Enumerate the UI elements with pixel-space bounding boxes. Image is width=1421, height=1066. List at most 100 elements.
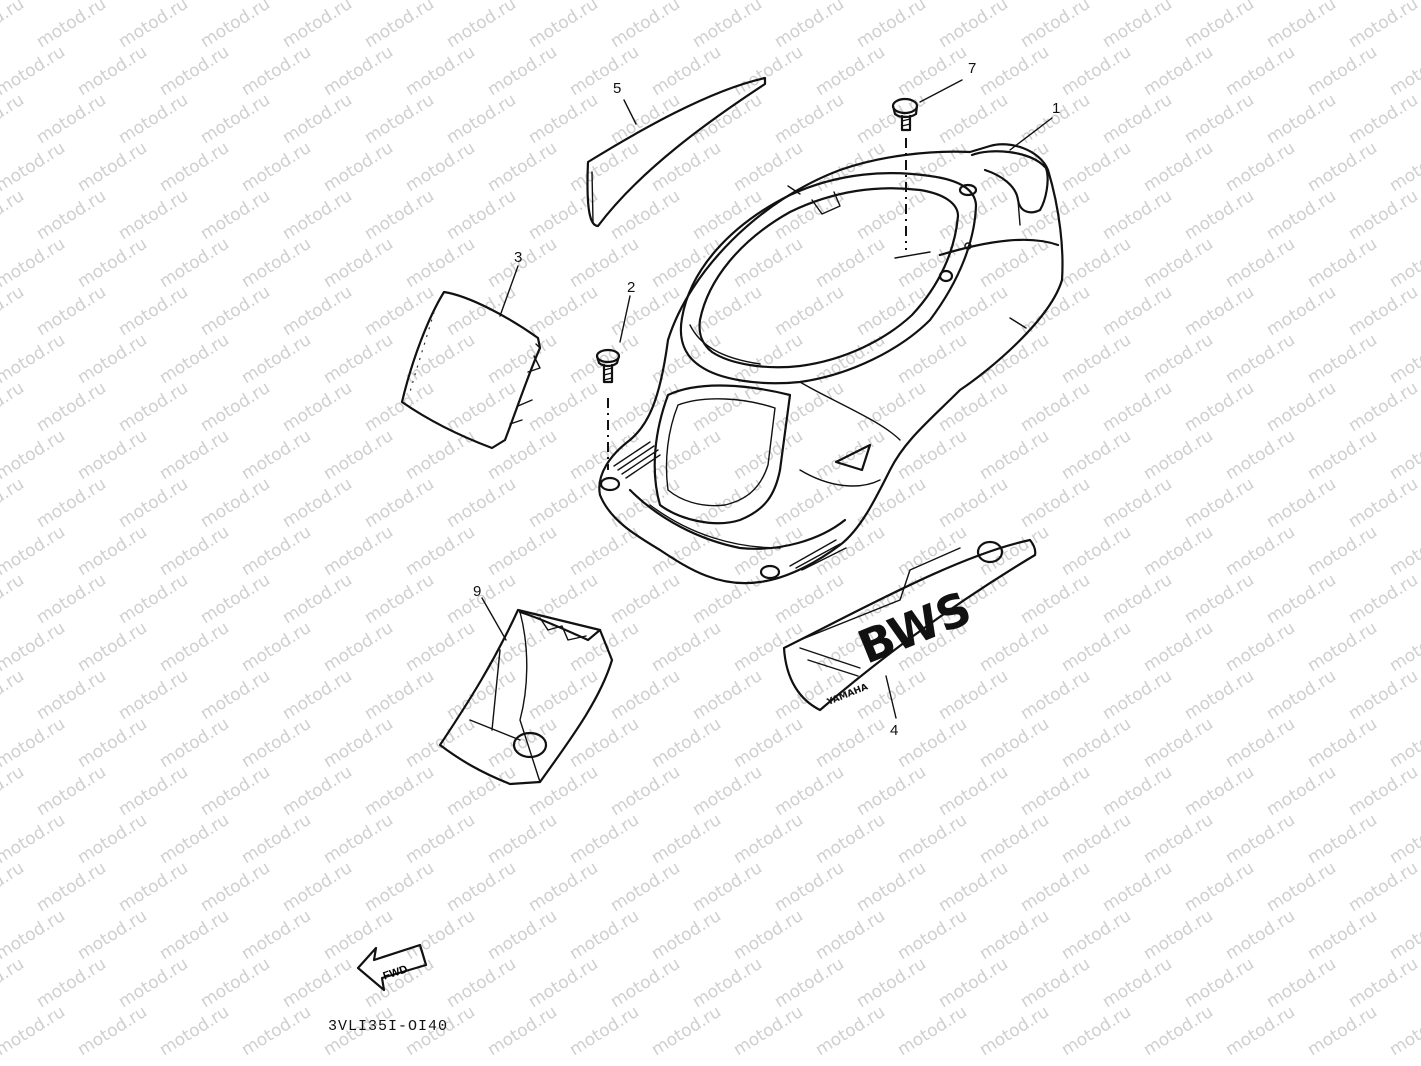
watermark-text: motod.ru <box>730 810 807 868</box>
watermark-text: motod.ru <box>1386 1002 1421 1060</box>
watermark-text: motod.ru <box>812 1002 889 1060</box>
watermark-text: motod.ru <box>1263 378 1340 436</box>
watermark-text: motod.ru <box>525 666 602 724</box>
callout-3: 3 <box>514 249 522 266</box>
watermark-text: motod.ru <box>33 858 110 916</box>
part-7-screw[interactable] <box>891 97 919 132</box>
watermark-text: motod.ru <box>607 90 684 148</box>
watermark-text: motod.ru <box>1222 426 1299 484</box>
watermark-text: motod.ru <box>484 330 561 388</box>
watermark-text: motod.ru <box>566 714 643 772</box>
watermark-text: motod.ru <box>156 330 233 388</box>
watermark-text: motod.ru <box>74 234 151 292</box>
watermark-text: motod.ru <box>1017 762 1094 820</box>
watermark-text: motod.ru <box>1263 90 1340 148</box>
watermark-text: motod.ru <box>238 906 315 964</box>
watermark-text: motod.ru <box>74 522 151 580</box>
watermark-text: motod.ru <box>1222 810 1299 868</box>
watermark-text: motod.ru <box>935 282 1012 340</box>
watermark-text: motod.ru <box>935 666 1012 724</box>
watermark-text: motod.ru <box>361 666 438 724</box>
watermark-text: motod.ru <box>197 282 274 340</box>
watermark-text: motod.ru <box>1181 474 1258 532</box>
watermark-text: motod.ru <box>0 138 69 196</box>
watermark-text: motod.ru <box>197 762 274 820</box>
watermark-text: motod.ru <box>0 570 28 628</box>
watermark-text: motod.ru <box>402 138 479 196</box>
watermark-text: motod.ru <box>402 522 479 580</box>
watermark-text: motod.ru <box>0 666 28 724</box>
watermark-text: motod.ru <box>1181 858 1258 916</box>
watermark-text: motod.ru <box>197 570 274 628</box>
watermark-text: motod.ru <box>976 42 1053 100</box>
part-9-tray[interactable] <box>438 608 614 786</box>
watermark-text: motod.ru <box>566 618 643 676</box>
watermark-text: motod.ru <box>771 474 848 532</box>
watermark-text: motod.ru <box>361 0 438 52</box>
watermark-text: motod.ru <box>115 0 192 52</box>
watermark-text: motod.ru <box>443 858 520 916</box>
watermark-text: motod.ru <box>361 570 438 628</box>
watermark-text: motod.ru <box>812 810 889 868</box>
watermark-text: motod.ru <box>1345 90 1421 148</box>
watermark-text: motod.ru <box>1017 666 1094 724</box>
watermark-text: motod.ru <box>1140 810 1217 868</box>
watermark-text: motod.ru <box>0 474 28 532</box>
watermark-text: motod.ru <box>156 906 233 964</box>
watermark-text: motod.ru <box>0 90 28 148</box>
watermark-text: motod.ru <box>1140 234 1217 292</box>
part-5-decal[interactable] <box>586 76 767 228</box>
watermark-text: motod.ru <box>771 570 848 628</box>
watermark-text: motod.ru <box>74 1002 151 1060</box>
watermark-text: motod.ru <box>197 858 274 916</box>
watermark-text: motod.ru <box>0 282 28 340</box>
watermark-text: motod.ru <box>402 234 479 292</box>
watermark-text: motod.ru <box>1263 954 1340 1012</box>
watermark-text: motod.ru <box>1181 666 1258 724</box>
watermark-text: motod.ru <box>1140 138 1217 196</box>
watermark-text: motod.ru <box>1099 378 1176 436</box>
watermark-text: motod.ru <box>1017 570 1094 628</box>
watermark-text: motod.ru <box>689 570 766 628</box>
watermark-text: motod.ru <box>484 1002 561 1060</box>
watermark-text: motod.ru <box>1099 186 1176 244</box>
part-3-panel[interactable] <box>400 290 542 450</box>
watermark-text: motod.ru <box>689 954 766 1012</box>
watermark-text: motod.ru <box>402 906 479 964</box>
watermark-text: motod.ru <box>1386 234 1421 292</box>
watermark-text: motod.ru <box>33 90 110 148</box>
watermark-text: motod.ru <box>607 666 684 724</box>
watermark-text: motod.ru <box>648 714 725 772</box>
watermark-text: motod.ru <box>361 90 438 148</box>
part-2-screw[interactable] <box>595 348 621 384</box>
watermark-text: motod.ru <box>894 810 971 868</box>
watermark-text: motod.ru <box>115 762 192 820</box>
watermark-text: motod.ru <box>1140 1002 1217 1060</box>
watermark-text: motod.ru <box>976 714 1053 772</box>
watermark-text: motod.ru <box>320 138 397 196</box>
watermark-text: motod.ru <box>1017 378 1094 436</box>
watermark-text: motod.ru <box>1140 522 1217 580</box>
watermark-text: motod.ru <box>33 378 110 436</box>
watermark-text: motod.ru <box>402 618 479 676</box>
watermark-text: motod.ru <box>607 0 684 52</box>
watermark-text: motod.ru <box>484 618 561 676</box>
watermark-text: motod.ru <box>607 186 684 244</box>
watermark-text: motod.ru <box>197 378 274 436</box>
watermark-text: motod.ru <box>1017 0 1094 52</box>
part-1-body-cover[interactable] <box>598 143 1064 585</box>
watermark-text: motod.ru <box>1345 858 1421 916</box>
watermark-text: motod.ru <box>1222 522 1299 580</box>
watermark-text: motod.ru <box>156 522 233 580</box>
watermark-text: motod.ru <box>812 522 889 580</box>
watermark-text: motod.ru <box>0 42 69 100</box>
watermark-text: motod.ru <box>443 570 520 628</box>
watermark-text: motod.ru <box>279 858 356 916</box>
watermark-text: motod.ru <box>1222 138 1299 196</box>
watermark-text: motod.ru <box>525 282 602 340</box>
watermark-text: motod.ru <box>894 330 971 388</box>
watermark-text: motod.ru <box>1058 1002 1135 1060</box>
watermark-text: motod.ru <box>279 90 356 148</box>
watermark-text: motod.ru <box>74 42 151 100</box>
watermark-text: motod.ru <box>361 474 438 532</box>
